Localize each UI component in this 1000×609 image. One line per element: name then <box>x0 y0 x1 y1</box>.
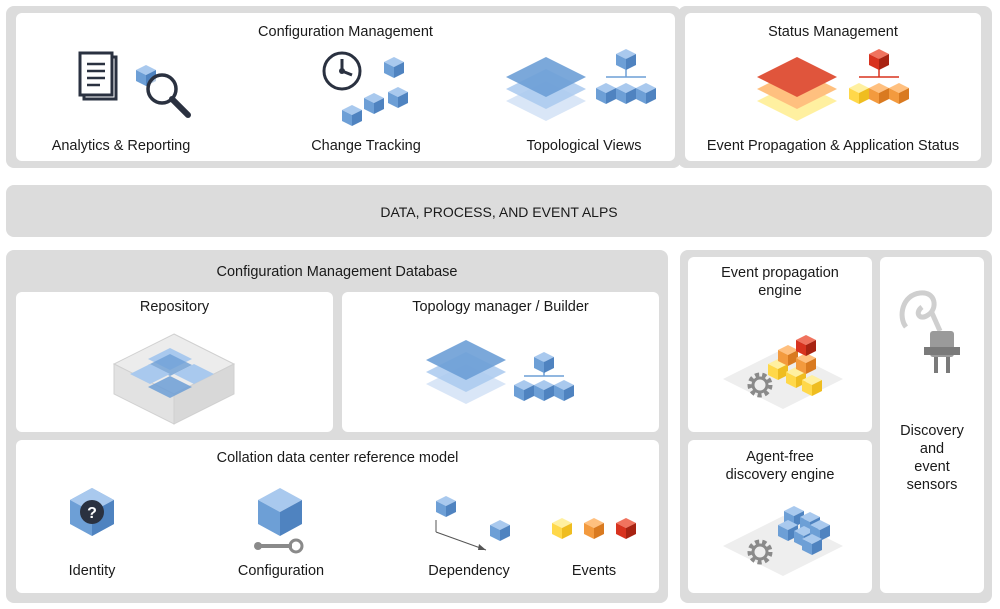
repository-title: Repository <box>139 299 210 315</box>
agent-free-discovery-engine-icon <box>723 506 843 576</box>
topology-manager-card: Topology manager / Builder <box>342 292 659 432</box>
configuration-icon <box>254 488 304 554</box>
sensors-line-1: Discovery <box>900 423 964 439</box>
agent-free-discovery-engine-card: Agent-free discovery engine <box>688 440 872 593</box>
event-propagation-engine-icon <box>723 335 843 409</box>
repository-card: Repository <box>16 292 333 432</box>
plug-icon <box>899 290 960 373</box>
cmdb-title: Configuration Management Database <box>216 264 458 280</box>
repository-icon <box>112 333 236 425</box>
agent-free-discovery-engine-title-line1: Agent-free <box>746 449 814 465</box>
collation-model-card: Collation data center reference model ? … <box>16 440 659 593</box>
topology-manager-icon <box>426 340 574 404</box>
dependency-label: Dependency <box>428 563 510 579</box>
banner-label: DATA, PROCESS, AND EVENT ALPS <box>380 204 618 220</box>
discovery-sensors-card: Discovery and event sensors <box>880 257 984 593</box>
change-tracking-icon <box>322 51 408 126</box>
sensors-line-4: sensors <box>906 477 958 493</box>
topological-views-label: Topological Views <box>526 138 642 154</box>
configuration-label: Configuration <box>237 563 325 579</box>
sensors-line-2: and <box>919 441 945 457</box>
collation-model-title: Collation data center reference model <box>216 450 459 466</box>
change-tracking-label: Change Tracking <box>311 138 421 154</box>
sensors-line-3: event <box>914 459 950 475</box>
event-propagation-engine-card: Event propagation engine <box>688 257 872 432</box>
configuration-management-title: Configuration Management <box>258 24 433 40</box>
topology-manager-title: Topology manager / Builder <box>412 299 589 315</box>
configuration-management-card: Configuration Management Analytics & Rep… <box>16 13 675 161</box>
svg-text:?: ? <box>87 505 97 522</box>
status-management-title: Status Management <box>768 24 898 40</box>
identity-label: Identity <box>68 563 116 579</box>
event-propagation-application-status-label: Event Propagation & Application Status <box>706 138 960 154</box>
status-management-card: Status Management Event Propagation & Ap… <box>685 13 981 161</box>
topological-views-icon <box>506 49 656 121</box>
event-propagation-status-icon <box>757 49 909 121</box>
event-propagation-engine-title-line1: Event propagation <box>721 265 839 281</box>
dependency-icon <box>435 496 510 551</box>
identity-icon: ? <box>70 488 114 536</box>
data-process-event-alps-banner <box>6 185 992 237</box>
agent-free-discovery-engine-title-line2: discovery engine <box>725 467 835 483</box>
analytics-reporting-icon <box>78 51 191 118</box>
analytics-reporting-label: Analytics & Reporting <box>51 138 191 154</box>
events-icon <box>552 518 636 539</box>
events-label: Events <box>571 563 617 579</box>
event-propagation-engine-title-line2: engine <box>758 283 802 299</box>
